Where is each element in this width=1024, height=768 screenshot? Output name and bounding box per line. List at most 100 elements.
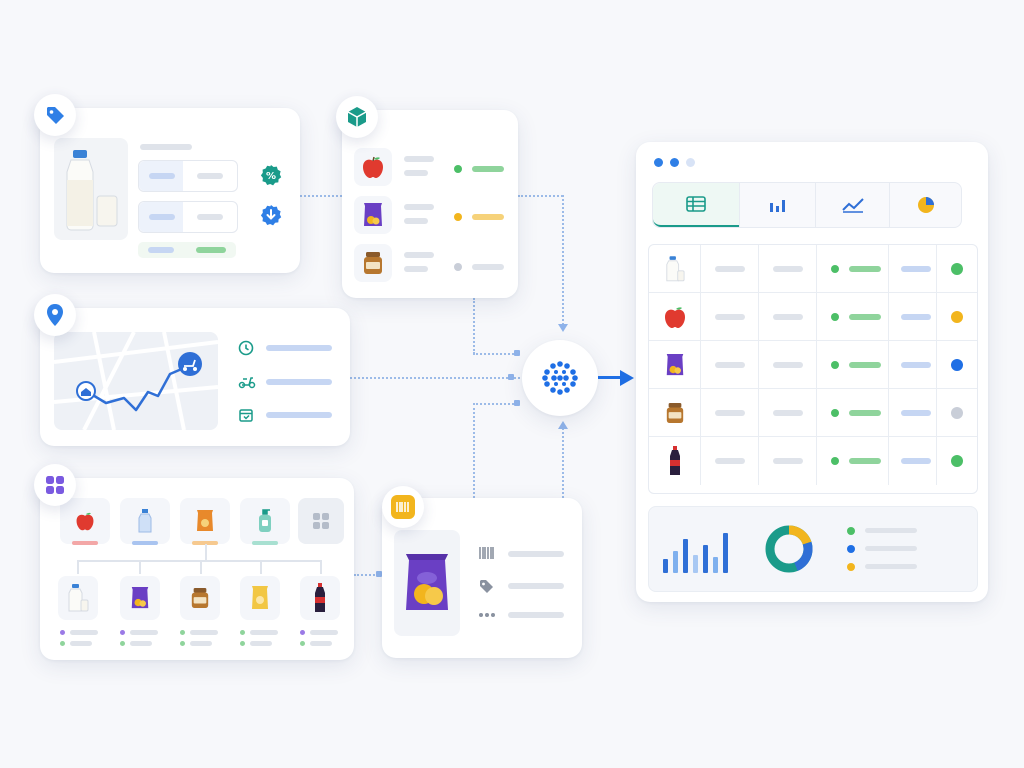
line-chart-tab[interactable]	[815, 183, 890, 227]
status-indicator	[951, 407, 963, 419]
table-cell	[759, 341, 817, 389]
pie-chart-tab[interactable]	[889, 183, 962, 227]
stock-bar	[849, 458, 881, 464]
inventory-bar	[404, 252, 434, 258]
output-arrow-line	[598, 376, 622, 379]
chips-icon	[649, 341, 701, 389]
meta-bar	[310, 641, 332, 646]
product-peanut-butter[interactable]	[180, 576, 220, 620]
discount-input-field[interactable]	[138, 201, 238, 233]
meta-bar	[250, 641, 272, 646]
table-cell	[649, 245, 701, 293]
legend-bar	[865, 564, 917, 569]
peanut-butter-icon	[649, 389, 701, 437]
price-tag-icon	[47, 107, 64, 124]
central-hub[interactable]	[522, 340, 598, 416]
cola-bottle-icon	[315, 583, 325, 612]
connector-inventory-right-v	[562, 195, 564, 325]
table-cell	[649, 293, 701, 341]
stock-dot	[831, 361, 839, 369]
price-toggle[interactable]	[138, 242, 236, 258]
legend-dot-blue	[847, 545, 855, 553]
map-route-icon	[54, 332, 218, 430]
meta-bar	[250, 630, 278, 635]
connector-catalog-product	[354, 574, 382, 576]
stock-level-bar	[472, 264, 504, 270]
mini-bar-chart[interactable]	[661, 525, 741, 575]
meta-dot	[120, 630, 125, 635]
inventory-bar	[404, 266, 428, 272]
connector-product-hub-h	[473, 403, 518, 405]
inventory-card	[342, 110, 518, 298]
table-cell	[937, 245, 977, 293]
table-cell	[649, 437, 701, 485]
price-tag-badge	[34, 94, 76, 136]
inventory-row-apple-thumb	[354, 148, 392, 186]
table-row[interactable]	[649, 293, 977, 341]
product-crackers[interactable]	[240, 576, 280, 620]
cell-bar	[715, 266, 745, 272]
table-cell	[889, 437, 937, 485]
tree-line	[260, 560, 262, 574]
table-row[interactable]	[649, 341, 977, 389]
tree-line	[139, 560, 141, 574]
pricing-card: %	[40, 108, 300, 273]
table-tab[interactable]	[653, 183, 739, 227]
product-chips[interactable]	[120, 576, 160, 620]
connector-node	[376, 571, 382, 577]
category-fruit[interactable]	[60, 498, 110, 545]
category-more[interactable]	[298, 498, 344, 544]
stock-level-bar	[472, 214, 504, 220]
tree-line	[77, 560, 79, 574]
stock-bar	[849, 266, 881, 272]
inventory-bar	[404, 204, 434, 210]
tree-line	[77, 560, 321, 562]
pricing-title-bar	[140, 144, 192, 150]
cell-bar	[715, 410, 745, 416]
connector-node	[514, 400, 520, 406]
category-beverages[interactable]	[120, 498, 170, 545]
category-snacks[interactable]	[180, 498, 230, 545]
meta-dot	[240, 641, 245, 646]
peanut-butter-jar-icon	[364, 252, 382, 274]
dashboard-window	[636, 142, 988, 602]
connector-inventory-hub	[473, 298, 475, 354]
inventory-row-jar-thumb	[354, 244, 392, 282]
product-milk[interactable]	[58, 576, 98, 620]
location-pin-icon	[47, 304, 63, 326]
meta-dot	[240, 630, 245, 635]
percent-badge-icon[interactable]: %	[260, 164, 282, 186]
more-dots-icon[interactable]	[478, 612, 496, 618]
donut-chart[interactable]	[763, 523, 815, 575]
stock-bar	[849, 314, 881, 320]
package-badge	[336, 96, 378, 138]
meta-bar	[70, 630, 98, 635]
meta-bar	[70, 641, 92, 646]
table-cell	[937, 389, 977, 437]
bar-chart-tab[interactable]	[739, 183, 816, 227]
stock-status-dot	[454, 263, 462, 271]
table-row[interactable]	[649, 245, 977, 293]
meta-dot	[180, 630, 185, 635]
connector-node	[514, 350, 520, 356]
courier-bar	[266, 379, 332, 385]
connector-pricing-inventory	[300, 195, 342, 197]
legend-bar	[865, 546, 917, 551]
hub-dots-icon	[542, 361, 578, 395]
product-detail-image	[394, 530, 460, 636]
category-personal-care[interactable]	[240, 498, 290, 545]
cell-bar	[715, 362, 745, 368]
product-cola[interactable]	[300, 576, 340, 620]
price-input-field[interactable]	[138, 160, 238, 192]
route-map[interactable]	[54, 332, 218, 430]
stock-bar	[849, 362, 881, 368]
table-row[interactable]	[649, 389, 977, 437]
table-row[interactable]	[649, 437, 977, 485]
sku-bar	[508, 551, 564, 557]
download-badge-icon[interactable]	[260, 204, 282, 226]
connector-node	[508, 374, 514, 380]
cell-bar	[715, 458, 745, 464]
cola-icon	[649, 437, 701, 485]
apple-icon	[76, 512, 94, 531]
cell-bar	[901, 458, 931, 464]
